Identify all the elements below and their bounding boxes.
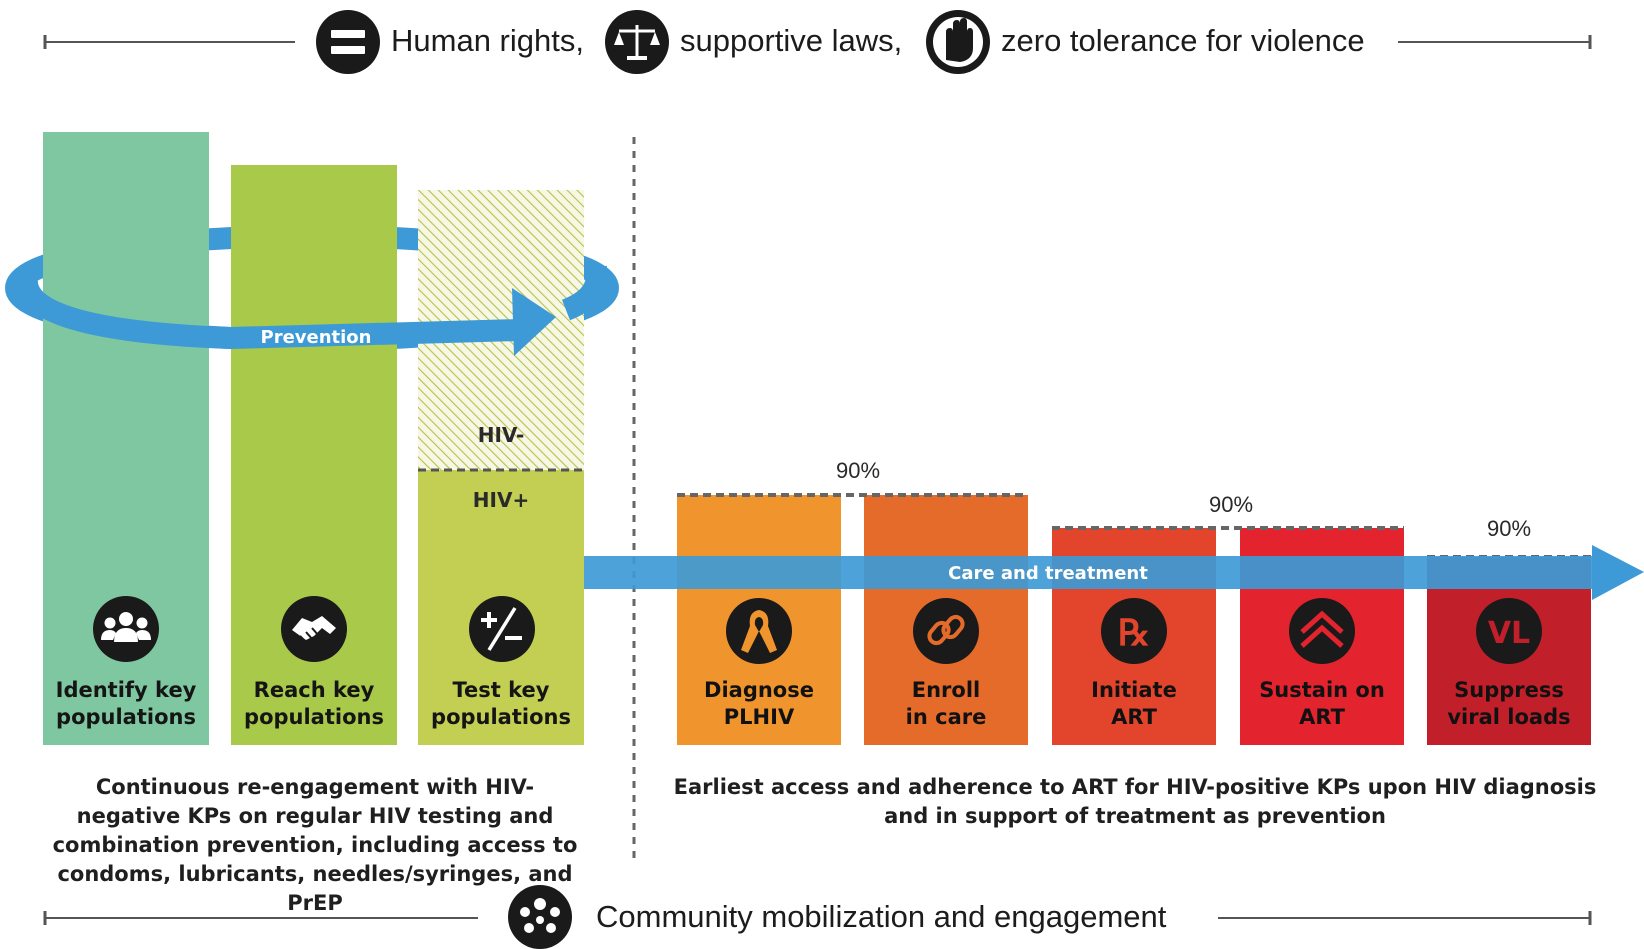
suppress-label-line1: Suppress [1454,678,1564,702]
rx-icon: ℞ [1101,598,1167,664]
community-icon [508,885,572,949]
care-description: Earliest access and adherence to ART for… [673,775,1597,828]
equals-icon [316,10,380,74]
people-group-icon [93,596,159,662]
identify-label-line2: populations [56,705,196,729]
sustain-label-line1: Sustain on [1259,678,1385,702]
prevention-arrow-label: Prevention [261,327,372,348]
chevrons-up-icon [1289,598,1355,664]
footer: Community mobilization and engagement [43,885,1592,949]
target-percent-2: 90% [1209,492,1253,517]
test-label-line1: Test key [453,678,550,702]
target-percent-1: 90% [836,458,880,483]
identify-label-line1: Identify key [56,678,197,702]
diagnose-label-line1: Diagnose [704,678,814,702]
header: Human rights, supportive laws, zero tole… [43,10,1592,74]
reach-label-line2: populations [244,705,384,729]
prevention-description: Continuous re-engagement with HIV-negati… [52,775,578,915]
header-human-rights: Human rights, [391,23,584,58]
stop-hand-icon [926,10,990,74]
header-supportive-laws: supportive laws, [680,23,902,58]
initiate-label-line2: ART [1111,705,1157,729]
chain-link-icon [913,598,979,664]
scales-icon [605,10,669,74]
svg-text:VL: VL [1488,616,1530,651]
prevention-columns: HIV- HIV+ [43,132,584,745]
diagnose-label-line2: PLHIV [724,705,795,729]
suppress-label-line2: viral loads [1447,705,1570,729]
target-percent-3: 90% [1487,516,1531,541]
care-arrow: Care and treatment [584,545,1644,600]
handshake-icon [281,596,347,662]
header-zero-tolerance: zero tolerance for violence [1001,23,1365,58]
hiv-positive-label: HIV+ [473,488,529,512]
care-arrow-label: Care and treatment [948,563,1148,584]
plus-minus-icon [469,596,535,662]
ribbon-icon [726,598,792,664]
svg-text:℞: ℞ [1118,612,1150,654]
test-label-line2: populations [431,705,571,729]
enroll-label-line1: Enroll [912,678,980,702]
vl-icon: VL [1476,598,1542,664]
initiate-label-line1: Initiate [1091,678,1177,702]
hiv-negative-label: HIV- [478,423,525,447]
enroll-label-line2: in care [906,705,987,729]
prevention-arrow-front: Prevention [15,265,608,356]
reach-label-line1: Reach key [254,678,375,702]
sustain-label-line2: ART [1299,705,1345,729]
footer-label: Community mobilization and engagement [596,899,1167,934]
